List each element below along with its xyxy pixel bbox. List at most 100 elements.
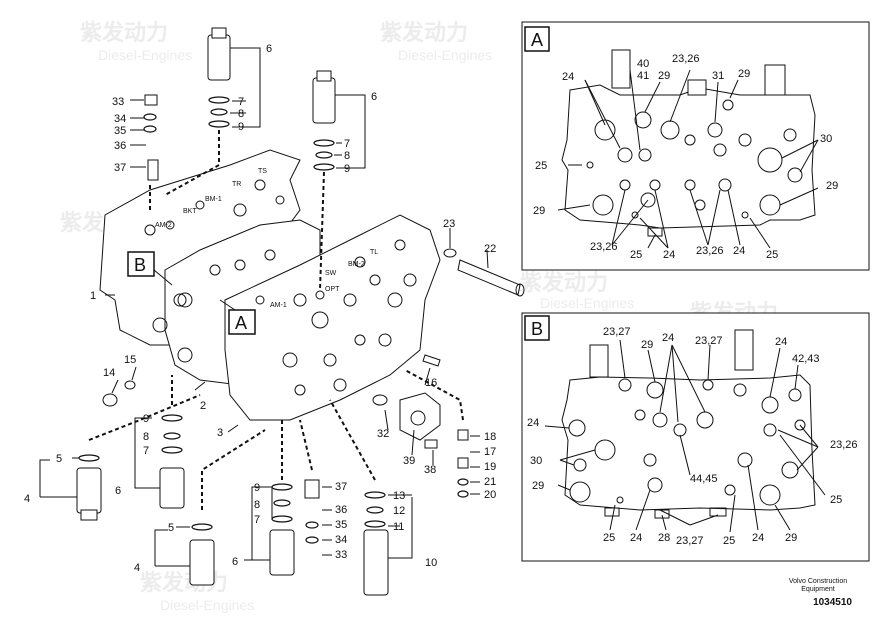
callout-a: A <box>219 299 256 335</box>
label: 33 <box>335 549 347 561</box>
svg-text:BM-2: BM-2 <box>348 261 365 268</box>
detail-a-panel: A 40 41 23,26 24 <box>521 21 870 271</box>
label: 9 <box>344 163 350 175</box>
label: 25 <box>723 535 735 547</box>
label: 38 <box>424 464 436 476</box>
label: 6 <box>115 485 121 497</box>
label: 5 <box>56 453 62 465</box>
label: 9 <box>238 121 244 133</box>
valve-cartridge <box>363 529 389 596</box>
callout-a-label: A <box>235 313 247 333</box>
cartridges <box>76 27 469 596</box>
label: 35 <box>335 519 347 531</box>
valve-assembly <box>99 149 525 449</box>
label: 31 <box>712 70 724 82</box>
label: 29 <box>785 532 797 544</box>
document-number: 1034510 <box>813 597 852 608</box>
svg-text:AM-2: AM-2 <box>155 222 172 229</box>
o-rings <box>78 96 469 544</box>
label: 19 <box>484 461 496 473</box>
callout-b-label: B <box>134 255 146 275</box>
label: 16 <box>425 377 437 389</box>
label: 34 <box>335 534 347 546</box>
callout-b: B <box>127 251 173 286</box>
label: 18 <box>484 431 496 443</box>
label: 4 <box>134 562 140 574</box>
label: 8 <box>238 108 244 120</box>
svg-text:BM-1: BM-1 <box>205 196 222 203</box>
label: 29 <box>532 480 544 492</box>
cover-plate <box>399 392 441 441</box>
leader-lines <box>39 47 489 567</box>
label: 17 <box>484 446 496 458</box>
svg-text:Diesel-Engines: Diesel-Engines <box>540 295 634 311</box>
body-markings: AM-2 BKT BM-1 TR TS AM-1 OPT SW BM-2 TL <box>155 168 378 309</box>
label: 37 <box>335 481 347 493</box>
label: 32 <box>377 428 389 440</box>
bolt-22 <box>457 259 521 296</box>
label: 24 <box>752 532 764 544</box>
valve-section-front <box>224 214 441 421</box>
label: 7 <box>238 96 244 108</box>
label: 34 <box>114 113 126 125</box>
label: 30 <box>530 455 542 467</box>
label: 41 <box>637 70 649 82</box>
label: 15 <box>124 354 136 366</box>
valve-cartridge <box>159 467 185 509</box>
label: 9 <box>254 482 260 494</box>
label: 22 <box>484 243 496 255</box>
label: 6 <box>371 91 377 103</box>
label: 44,45 <box>690 473 718 485</box>
label: 29 <box>826 180 838 192</box>
label: 39 <box>403 455 415 467</box>
label: 23,26 <box>830 439 858 451</box>
valve-cartridge <box>269 529 295 576</box>
label: 42,43 <box>792 353 820 365</box>
main-labels: 1 2 3 4 5 6 7 8 9 6 7 8 9 10 11 12 13 14… <box>24 43 496 574</box>
label: 4 <box>24 493 30 505</box>
detail-b-panel: B 23,27 29 24 23,27 <box>521 312 870 562</box>
svg-text:紫发动力: 紫发动力 <box>520 270 608 295</box>
valve-cartridge <box>207 34 231 81</box>
svg-text:BKT: BKT <box>183 208 197 215</box>
label: 7 <box>254 514 260 526</box>
svg-text:Diesel-Engines: Diesel-Engines <box>160 597 254 613</box>
label: 29 <box>738 68 750 80</box>
label: 40 <box>637 58 649 70</box>
label: 8 <box>254 499 260 511</box>
label: 25 <box>535 160 547 172</box>
svg-text:Diesel-Engines: Diesel-Engines <box>98 47 192 63</box>
label: 24 <box>630 532 642 544</box>
valve-cartridge <box>76 467 102 514</box>
assembly-lines <box>88 130 464 510</box>
svg-text:OPT: OPT <box>325 286 340 293</box>
label: 29 <box>658 70 670 82</box>
svg-text:紫发动力: 紫发动力 <box>140 570 228 595</box>
svg-text:TS: TS <box>258 168 267 175</box>
label: 20 <box>484 489 496 501</box>
label: 14 <box>103 367 115 379</box>
label: 25 <box>766 249 778 261</box>
label: 30 <box>820 133 832 145</box>
label: 21 <box>484 476 496 488</box>
label: 5 <box>168 522 174 534</box>
label: 24 <box>527 417 539 429</box>
label: 7 <box>143 445 149 457</box>
label: 10 <box>425 557 437 569</box>
label: 28 <box>658 532 670 544</box>
label: 24 <box>775 336 787 348</box>
svg-text:AM-1: AM-1 <box>270 302 287 309</box>
label: 24 <box>662 332 674 344</box>
label: 25 <box>830 494 842 506</box>
label: 29 <box>641 339 653 351</box>
svg-text:TR: TR <box>232 181 241 188</box>
label: 24 <box>733 245 745 257</box>
label: 6 <box>266 43 272 55</box>
svg-text:TL: TL <box>370 249 378 256</box>
label: 9 <box>143 413 149 425</box>
label: 6 <box>232 556 238 568</box>
label: 23,26 <box>696 245 724 257</box>
label: 1 <box>90 290 96 302</box>
label: 36 <box>114 140 126 152</box>
